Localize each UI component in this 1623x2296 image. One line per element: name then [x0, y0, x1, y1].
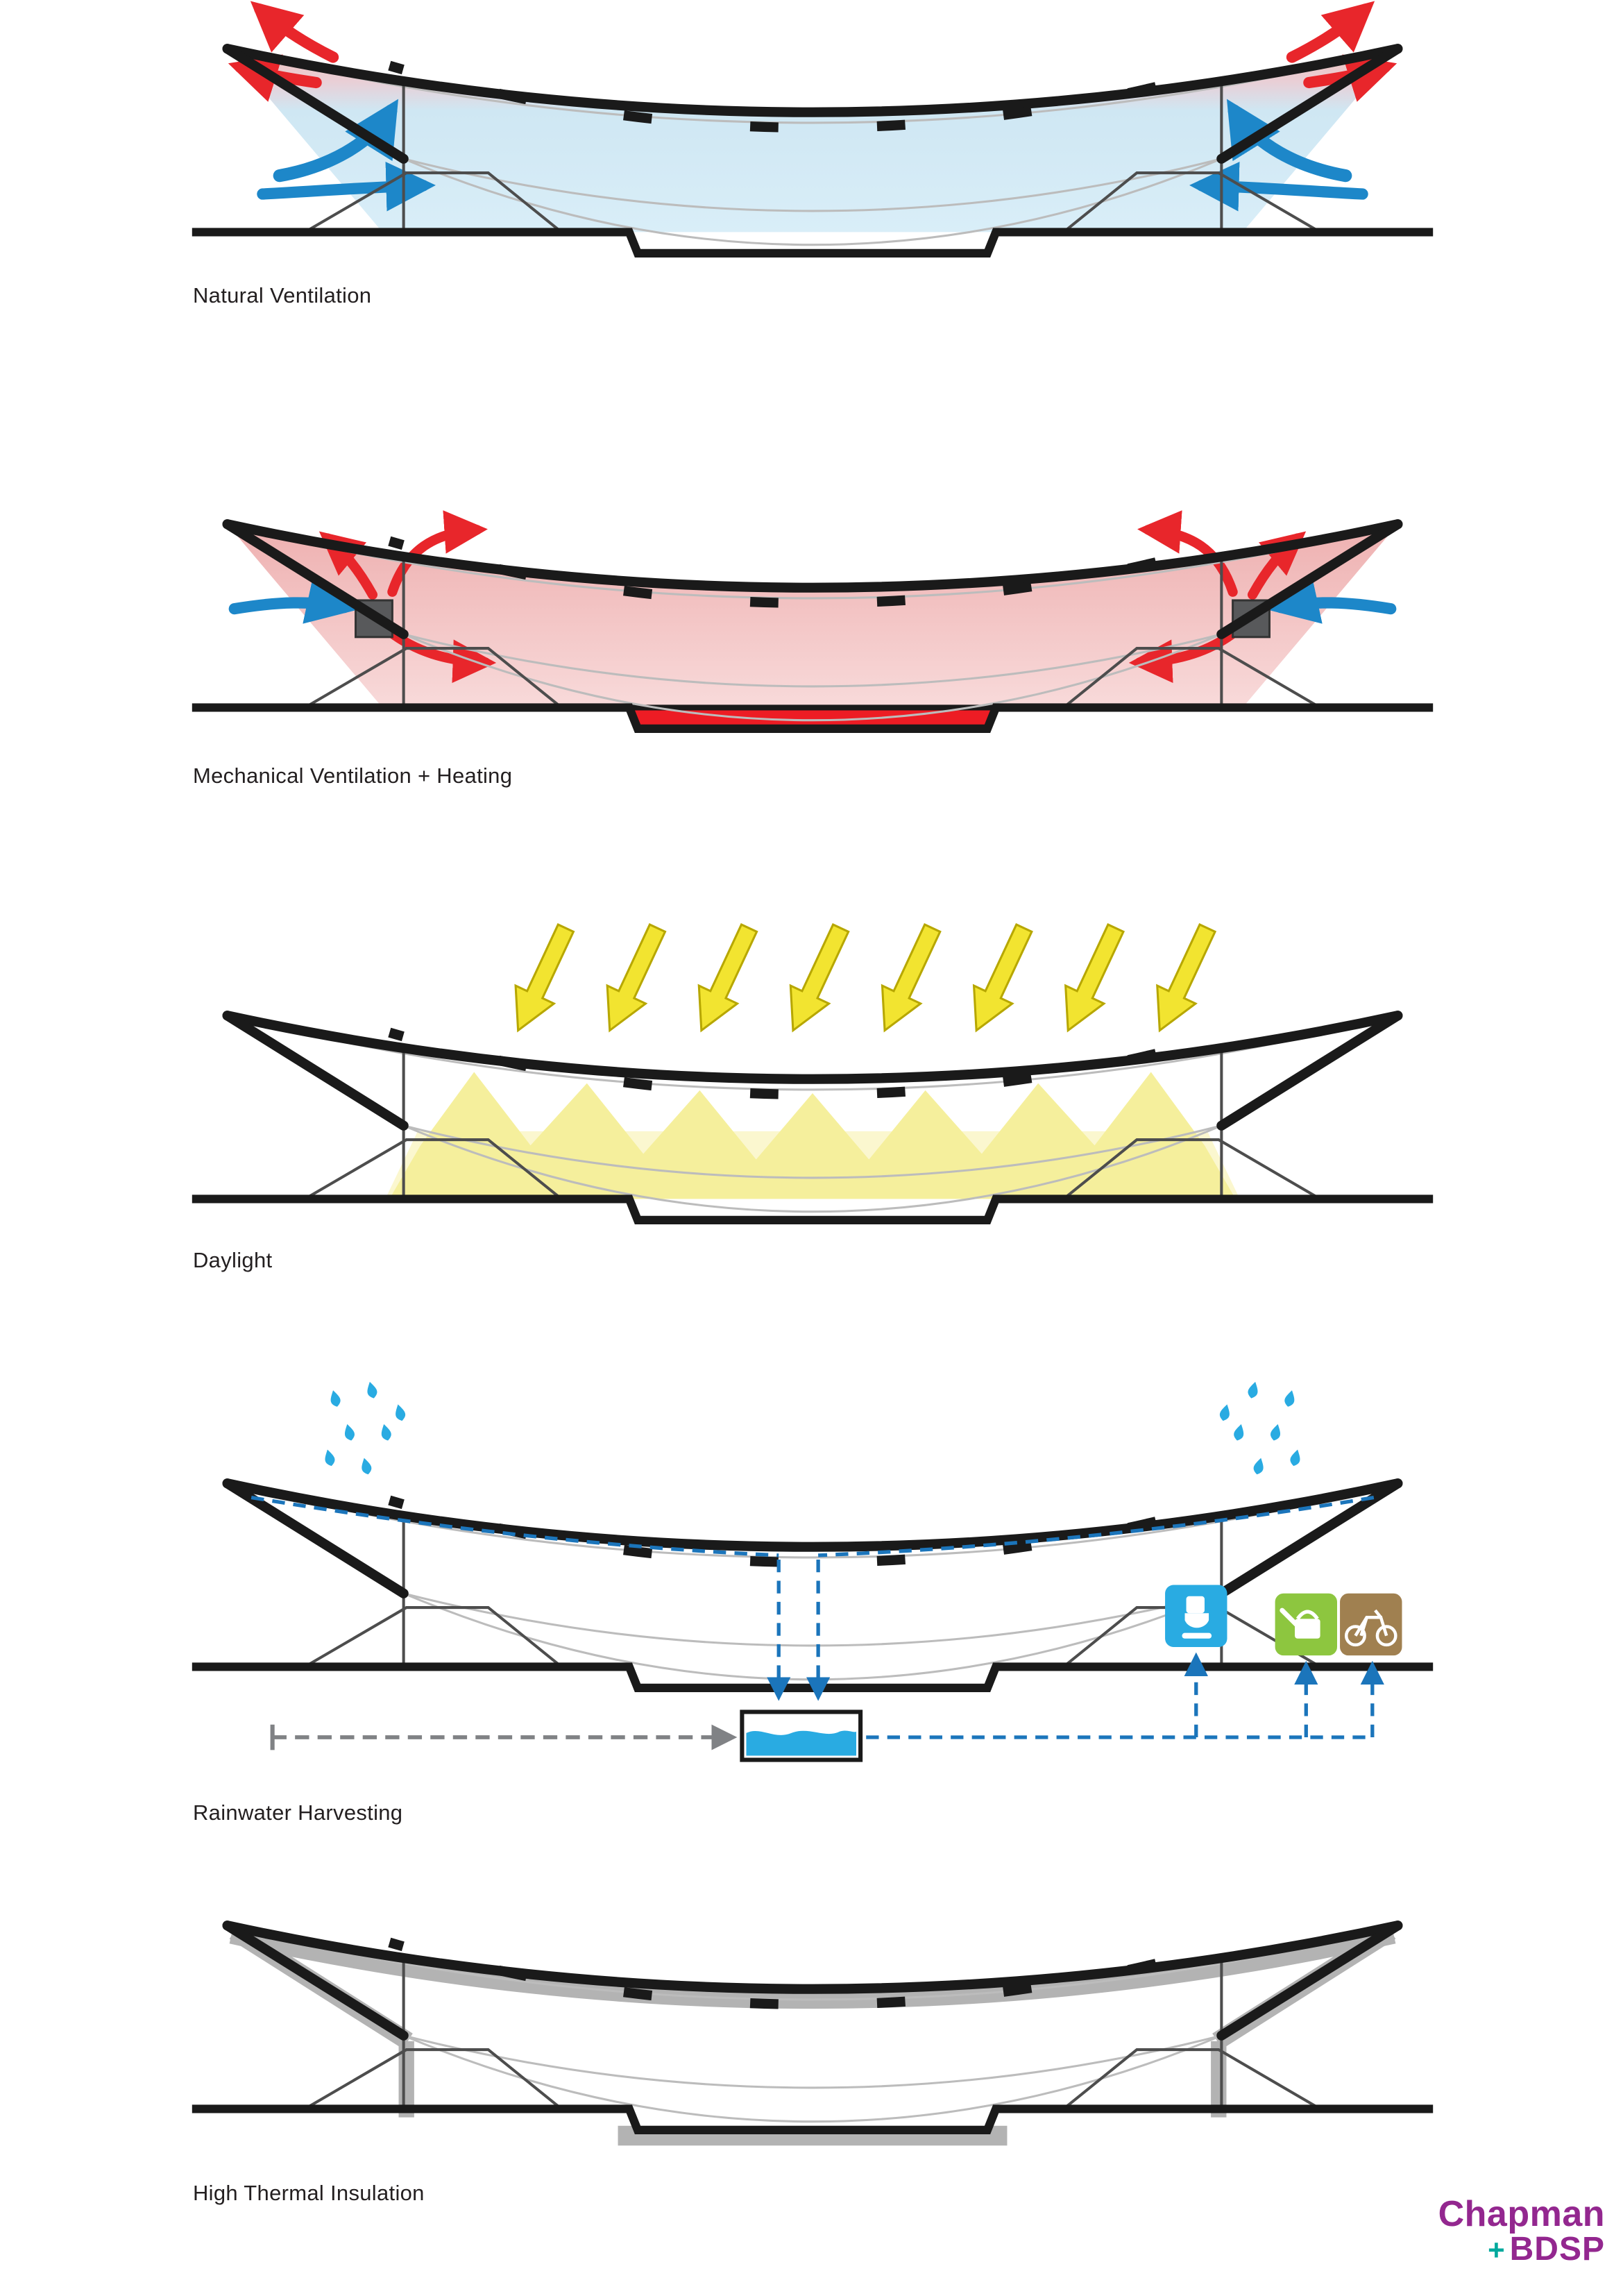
warm-air-out-arrow	[1286, 1, 1375, 63]
daylight-cones	[389, 1072, 1236, 1199]
sun-ray-arrows	[514, 923, 1217, 1033]
cool-air-in-arrow	[1226, 99, 1352, 183]
natural-ventilation-diagram	[192, 1, 1434, 345]
fresh-air-in-arrow	[1268, 575, 1397, 624]
wash-down-box	[1340, 1593, 1402, 1656]
sun-ray-arrow	[1156, 923, 1217, 1033]
caption-high-thermal-insulation: High Thermal Insulation	[193, 2181, 425, 2205]
tank-water	[746, 1730, 856, 1756]
watering-can-icon	[1280, 1607, 1320, 1639]
irrigation-box	[1275, 1593, 1337, 1656]
rain-drops-right	[1218, 1381, 1302, 1476]
storage-tank	[740, 1710, 863, 1762]
caption-rainwater-harvesting: Rainwater Harvesting	[193, 1800, 403, 1825]
sun-ray-arrow	[514, 923, 575, 1033]
caption-daylight: Daylight	[193, 1248, 273, 1272]
sun-ray-arrow	[1064, 923, 1125, 1033]
chapman-bdsp-logo: Chapman +BDSP	[1438, 2194, 1605, 2268]
logo-bdsp-text: BDSP	[1509, 2231, 1605, 2268]
mains-backup-line	[270, 1724, 738, 1750]
sun-ray-arrow	[881, 923, 942, 1033]
warm-air-supply-arrow	[1137, 510, 1238, 597]
daylight-diagram	[192, 923, 1434, 1312]
warm-air-supply-arrow	[387, 510, 488, 597]
sun-ray-arrow	[606, 923, 667, 1033]
rainwater-collection-pipes	[250, 1495, 1384, 1739]
logo-plus-icon: +	[1488, 2234, 1506, 2267]
heated-air-fill	[227, 524, 1398, 708]
mechanical-ventilation-heating-diagram	[192, 510, 1434, 820]
toilet-flushing-box	[1165, 1585, 1227, 1647]
sun-ray-arrow	[697, 923, 758, 1033]
rain-drops-left	[323, 1381, 407, 1476]
logo-bdsp-line: +BDSP	[1438, 2231, 1605, 2268]
logo-chapman-text: Chapman	[1438, 2194, 1605, 2234]
air-temperature-gradient	[227, 49, 1398, 233]
caption-natural-ventilation: Natural Ventilation	[193, 283, 372, 307]
sun-ray-arrow	[972, 923, 1033, 1033]
sun-ray-arrow	[789, 923, 850, 1033]
caption-mechanical-ventilation-heating: Mechanical Ventilation + Heating	[193, 763, 513, 788]
warm-air-out-arrow	[250, 1, 339, 63]
cool-air-in-arrow	[273, 99, 399, 183]
toilet-icon	[1182, 1596, 1212, 1639]
reuse-icon-boxes	[1165, 1585, 1402, 1656]
fresh-air-in-arrow	[228, 575, 357, 624]
rainwater-harvesting-diagram	[192, 1381, 1434, 1762]
high-thermal-insulation-diagram	[192, 1784, 1434, 2146]
bicycle-icon	[1344, 1609, 1397, 1647]
roof-drain-line-right	[818, 1495, 1375, 1558]
